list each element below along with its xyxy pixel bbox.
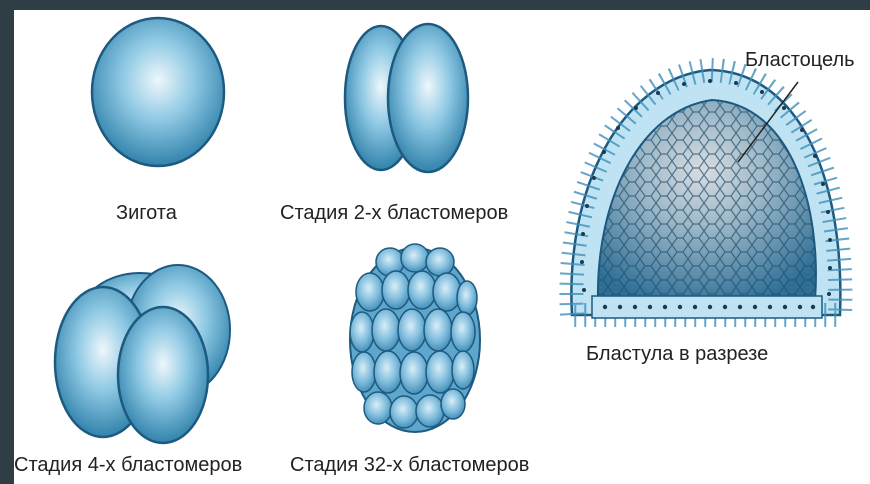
label-blastocoel: Бластоцель	[745, 49, 855, 72]
slide: Зигота Стадия 2-х бластомеров Стадия 4-х…	[14, 10, 870, 484]
frame-left	[0, 0, 14, 484]
label-two-cell: Стадия 2-х бластомеров	[280, 202, 508, 225]
label-thirtytwo-cell: Стадия 32-х бластомеров	[290, 454, 529, 477]
four-cell-figure	[55, 265, 230, 443]
frame-top	[0, 0, 870, 10]
label-blastula-caption: Бластула в разрезе	[586, 343, 768, 366]
two-cell-figure	[345, 24, 468, 172]
thirtytwo-cell-figure	[350, 244, 480, 432]
embryo-diagram	[14, 10, 870, 484]
zygote-figure	[92, 18, 224, 166]
label-zygote: Зигота	[116, 202, 177, 225]
blastula-figure	[571, 70, 840, 318]
label-four-cell: Стадия 4-х бластомеров	[14, 454, 242, 477]
